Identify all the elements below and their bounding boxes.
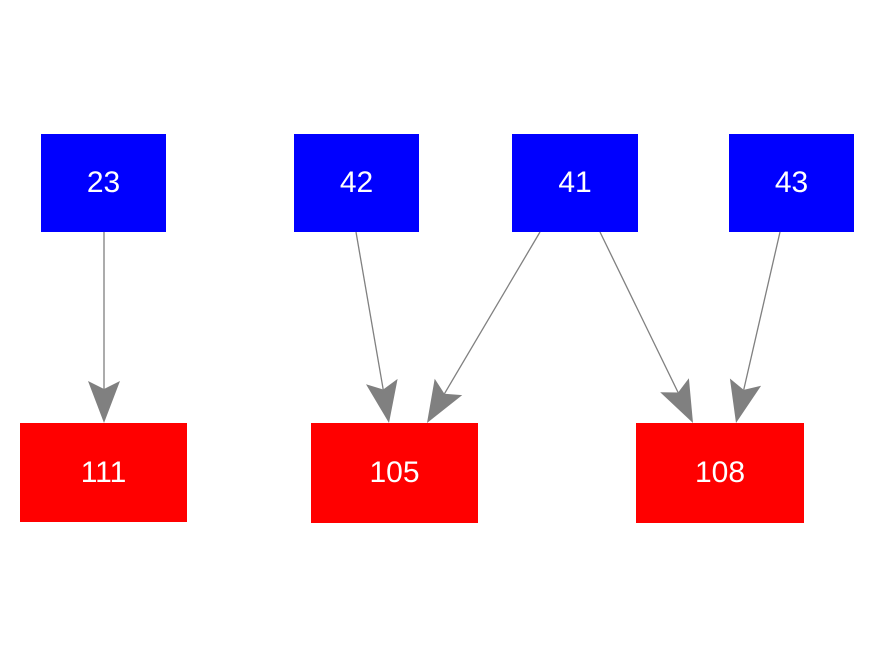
arrowhead-23-111 bbox=[88, 381, 120, 423]
node-23: 23 bbox=[41, 134, 166, 232]
arrowhead-41-108 bbox=[660, 378, 693, 423]
edge-43-108 bbox=[729, 231, 781, 423]
arrowhead-43-108 bbox=[729, 378, 762, 423]
node-108: 108 bbox=[636, 423, 804, 523]
arrowhead-42-105 bbox=[366, 378, 398, 423]
node-42: 42 bbox=[294, 134, 419, 232]
edge-23-111 bbox=[88, 232, 120, 423]
node-43: 43 bbox=[729, 134, 854, 232]
edge-41-108 bbox=[599, 231, 693, 423]
edge-42-105 bbox=[355, 231, 398, 423]
arrowhead-41-105 bbox=[427, 378, 463, 423]
node-111: 111 bbox=[20, 423, 187, 522]
node-41: 41 bbox=[512, 134, 638, 232]
edge-41-105 bbox=[427, 231, 541, 423]
node-105: 105 bbox=[311, 423, 478, 523]
